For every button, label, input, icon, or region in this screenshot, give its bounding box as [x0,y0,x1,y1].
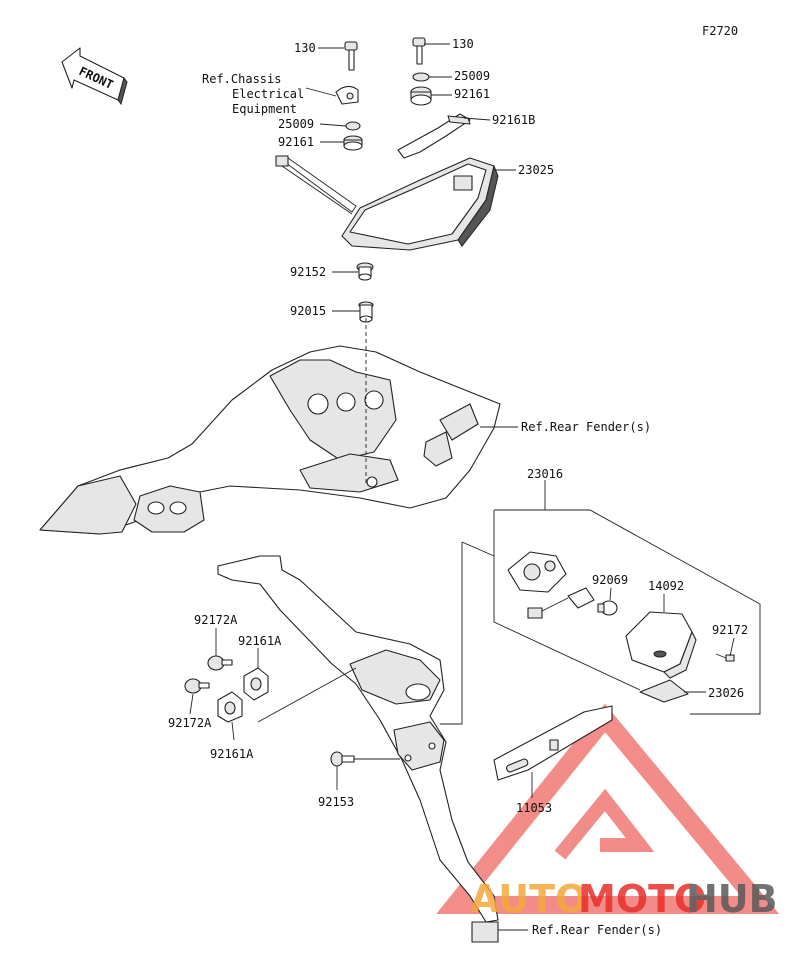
clip-ref-chassis [335,85,359,105]
label-92015: 92015 [290,304,326,318]
label-ref-rear-fender-lower: Ref.Rear Fender(s) [532,923,662,937]
tail-lamp-23025 [275,155,499,251]
label-11053: 11053 [516,801,552,815]
lens-14092 [625,611,697,679]
watermark-part1: AUTO [470,877,587,921]
washer-25009-right [412,72,430,82]
grommet-92161-left [343,135,363,151]
watermark-logo [436,703,780,914]
label-92161a-lower: 92161A [210,747,254,761]
license-plate-bracket [217,555,499,943]
label-14092: 14092 [648,579,684,593]
leader-lines [189,43,735,931]
label-92161a-upper: 92161A [238,634,282,648]
bracket-92161b [397,113,471,159]
label-92161-left: 92161 [278,135,314,149]
screw-92172 [715,653,735,662]
label-130-right: 130 [452,37,474,51]
label-23025: 23025 [518,163,554,177]
reflector-23026 [639,679,689,703]
label-92172a-upper: 92172A [194,613,238,627]
label-ref-rear-fender-upper: Ref.Rear Fender(s) [521,420,651,434]
bracket-11053 [493,705,613,781]
collar-92152 [356,262,374,281]
label-ref-chassis-2: Electrical [232,87,304,101]
watermark-part3: HUB [686,877,778,921]
front-arrow-icon: FRONT [61,47,128,106]
damper-92172a-upper [207,655,233,671]
rear-fender-upper [39,318,501,535]
lamp-housing [507,551,567,593]
label-25009-right: 25009 [454,69,490,83]
grommet-92161-right [410,86,432,106]
damper-92172a-lower [184,678,210,694]
bolt-130-left [344,41,358,71]
label-92161-right: 92161 [454,87,490,101]
washer-25009-left [345,121,361,131]
watermark-part2: MOTO [578,877,706,921]
socket-wire [527,587,595,619]
grommet-92161a-lower [217,691,243,723]
label-ref-chassis-3: Equipment [232,102,297,116]
bulb-92069 [597,600,618,616]
figure-code: F2720 [702,24,738,38]
lamp-assembly-box-23016 [440,480,761,725]
label-ref-chassis-1: Ref.Chassis [202,72,281,86]
grommet-92161a-upper [243,667,269,701]
label-92069: 92069 [592,573,628,587]
bolt-130-right [412,37,426,65]
bolt-92153 [330,751,355,767]
label-23026: 23026 [708,686,744,700]
label-92172a-lower: 92172A [168,716,212,730]
label-23016: 23016 [527,467,563,481]
label-92161b: 92161B [492,113,535,127]
label-92153: 92153 [318,795,354,809]
label-92172: 92172 [712,623,748,637]
label-92152: 92152 [290,265,326,279]
label-130-left: 130 [294,41,316,55]
watermark-text: AUTO MOTO HUB [470,877,778,921]
label-25009-left: 25009 [278,117,314,131]
